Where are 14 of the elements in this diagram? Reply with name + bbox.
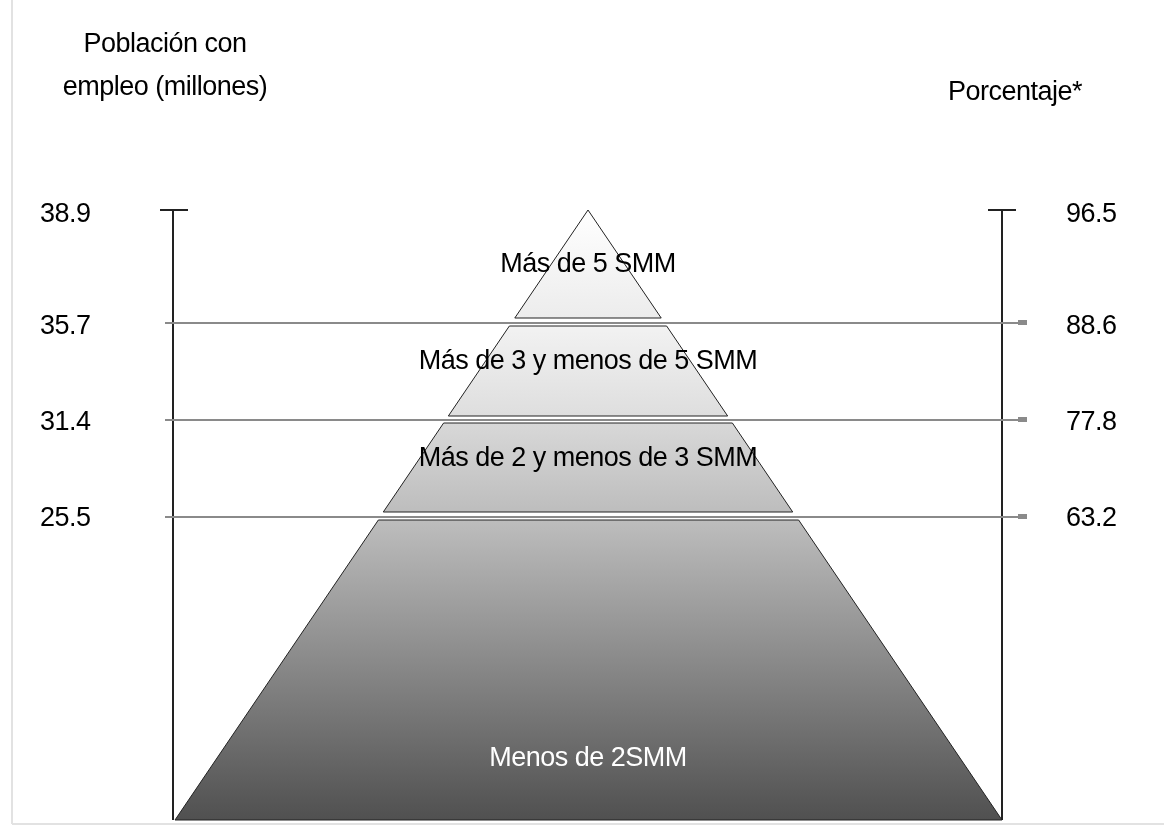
axis-value: 63.2 bbox=[1066, 502, 1117, 533]
axis-title: Población con empleo (millones) bbox=[61, 27, 269, 103]
band-label: Más de 5 SMM bbox=[499, 248, 677, 279]
axis-value: 77.8 bbox=[1066, 406, 1117, 437]
axis-value: 38.9 bbox=[40, 198, 91, 229]
axis-value: 35.7 bbox=[40, 310, 91, 341]
axis-value: 25.5 bbox=[40, 502, 91, 533]
axis-value: 96.5 bbox=[1066, 198, 1117, 229]
axis-title: Porcentaje* bbox=[946, 75, 1084, 108]
axis-value: 31.4 bbox=[40, 406, 91, 437]
axis-value: 88.6 bbox=[1066, 310, 1117, 341]
band-label: Más de 3 y menos de 5 SMM bbox=[417, 345, 759, 376]
band-label: Más de 2 y menos de 3 SMM bbox=[417, 442, 759, 473]
band-label: Menos de 2SMM bbox=[488, 742, 688, 773]
